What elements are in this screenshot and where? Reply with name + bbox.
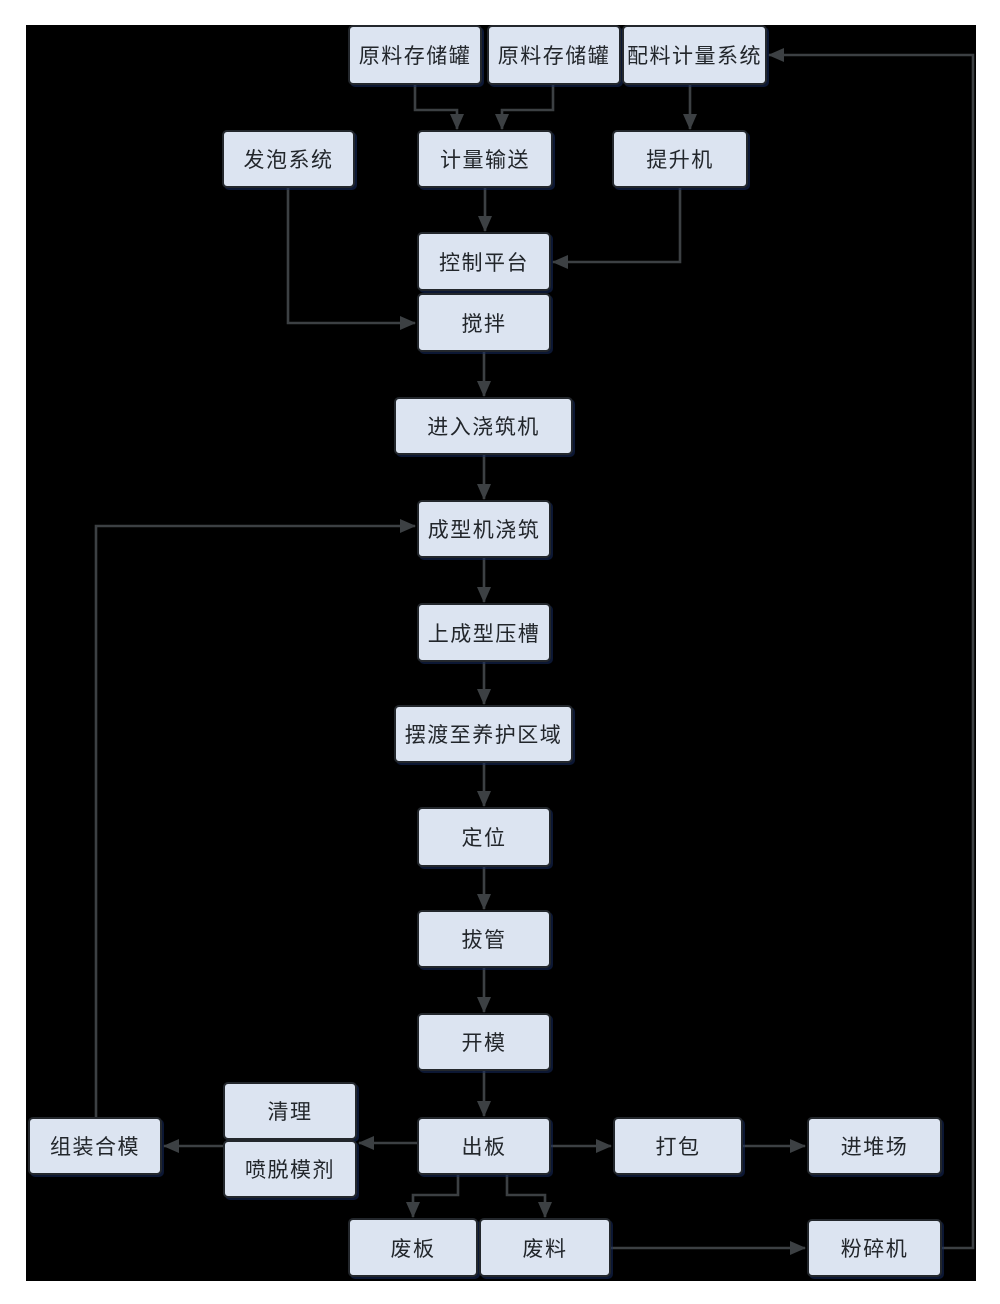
flow-node-foaming-system: 发泡系统	[222, 130, 355, 188]
flow-node-tube-pulling: 拔管	[417, 910, 551, 968]
flow-node-waste-material: 废料	[479, 1218, 611, 1277]
flow-node-label: 进堆场	[840, 1135, 909, 1159]
flow-node-positioning: 定位	[417, 807, 551, 867]
flow-node-label: 发泡系统	[243, 148, 334, 172]
flow-node-control-platform: 控制平台	[417, 232, 551, 291]
flow-node-label: 原料存储罐	[358, 44, 472, 68]
flow-node-label: 定位	[461, 826, 507, 850]
flow-node-label: 喷脱模剂	[245, 1158, 335, 1182]
flow-node-label: 组装合模	[50, 1135, 140, 1159]
flow-edge-board-out-to-waste-board	[406, 1175, 460, 1218]
flow-node-stack-yard: 进堆场	[807, 1117, 942, 1175]
flow-node-tank-2: 原料存储罐	[487, 25, 621, 85]
flow-node-enter-pouring-machine: 进入浇筑机	[394, 397, 573, 455]
flow-node-label: 成型机浇筑	[427, 518, 541, 542]
flow-node-waste-board: 废板	[348, 1218, 478, 1277]
flow-node-label: 进入浇筑机	[427, 415, 540, 439]
flow-node-hoist: 提升机	[612, 130, 748, 188]
flow-edge-board-out-to-waste-material	[505, 1175, 552, 1218]
flow-node-cleaning: 清理	[223, 1082, 357, 1140]
flow-node-spray-release-agent: 喷脱模剂	[223, 1140, 357, 1198]
flow-edge-crusher-to-batching-system	[768, 48, 975, 1250]
flow-node-label: 废板	[390, 1236, 436, 1261]
flow-node-label: 废料	[522, 1236, 568, 1261]
flow-node-label: 控制平台	[439, 250, 529, 275]
flow-node-label: 上成型压槽	[427, 621, 541, 646]
flow-edge-assemble-close-mold-to-forming-machine-pouring	[94, 519, 416, 1117]
flow-node-label: 出板	[461, 1135, 507, 1159]
flow-node-label: 计量输送	[440, 148, 530, 172]
flow-node-mixing: 搅拌	[417, 293, 551, 352]
flow-node-label: 粉碎机	[840, 1237, 909, 1261]
flow-node-forming-press-groove: 上成型压槽	[417, 603, 551, 662]
flow-node-packing: 打包	[613, 1117, 743, 1175]
flow-node-batching-system: 配料计量系统	[622, 25, 767, 85]
flow-node-assemble-close-mold: 组装合模	[28, 1117, 162, 1175]
flow-edge-hoist-to-control-platform	[552, 188, 682, 269]
flow-node-board-out: 出板	[417, 1117, 551, 1175]
flow-node-label: 拔管	[461, 928, 507, 952]
flow-node-forming-machine-pouring: 成型机浇筑	[417, 500, 551, 558]
flow-node-label: 原料存储罐	[497, 44, 611, 68]
flow-node-ferry-to-curing-area: 摆渡至养护区域	[394, 705, 573, 763]
flow-edge-foaming-system-to-mixing	[286, 188, 416, 330]
flow-node-label: 摆渡至养护区域	[404, 723, 563, 747]
flow-edge-tank-1-to-metering-conveyor	[413, 85, 464, 130]
flow-node-label: 提升机	[646, 148, 714, 172]
flow-edges	[94, 48, 975, 1255]
flow-node-mold-opening: 开模	[417, 1013, 551, 1071]
flow-node-crusher: 粉碎机	[807, 1219, 942, 1277]
flow-node-metering-conveyor: 计量输送	[417, 130, 553, 188]
flow-node-label: 开模	[461, 1031, 507, 1055]
flow-node-tank-1: 原料存储罐	[348, 25, 482, 85]
flow-node-label: 打包	[655, 1135, 701, 1159]
flow-node-label: 搅拌	[461, 311, 507, 336]
flow-node-label: 配料计量系统	[627, 44, 762, 68]
diagram-canvas: 原料存储罐原料存储罐配料计量系统发泡系统计量输送提升机控制平台搅拌进入浇筑机成型…	[26, 25, 976, 1281]
flow-edge-tank-2-to-metering-conveyor	[495, 85, 555, 130]
flow-node-label: 清理	[267, 1100, 313, 1124]
